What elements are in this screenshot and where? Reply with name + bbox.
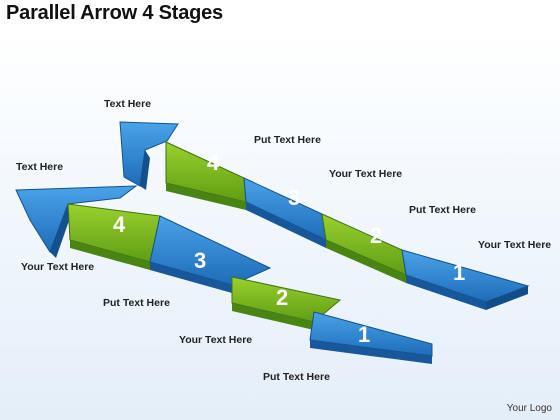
label-bottom-tip: Text Here [16,161,64,173]
bottom-stage-3-number: 3 [194,248,206,273]
top-stage-4-number: 4 [207,150,220,175]
label-top-stage-4: Put Text Here [254,134,321,146]
logo-placeholder: Your Logo [506,403,552,414]
label-bottom-stage-2: Your Text Here [179,334,253,346]
label-top-stage-2: Put Text Here [409,204,476,216]
top-arrow: 4 3 2 1 [119,121,530,310]
label-top-tip: Text Here [104,98,152,110]
label-bottom-stage-1: Put Text Here [263,371,330,383]
bottom-stage-4-number: 4 [113,212,126,237]
top-stage-1-number: 1 [453,260,465,285]
label-top-stage-3: Your Text Here [329,168,403,180]
bottom-stage-1-number: 1 [358,322,370,347]
top-stage-2-number: 2 [370,223,382,248]
label-bottom-stage-3: Put Text Here [103,297,170,309]
page-title: Parallel Arrow 4 Stages [6,2,223,24]
label-bottom-stage-4: Your Text Here [21,261,95,273]
bottom-stage-2-number: 2 [276,285,288,310]
top-stage-3-number: 3 [288,185,300,210]
bottom-arrow: 4 3 2 1 [15,185,433,364]
label-top-stage-1: Your Text Here [478,239,552,251]
